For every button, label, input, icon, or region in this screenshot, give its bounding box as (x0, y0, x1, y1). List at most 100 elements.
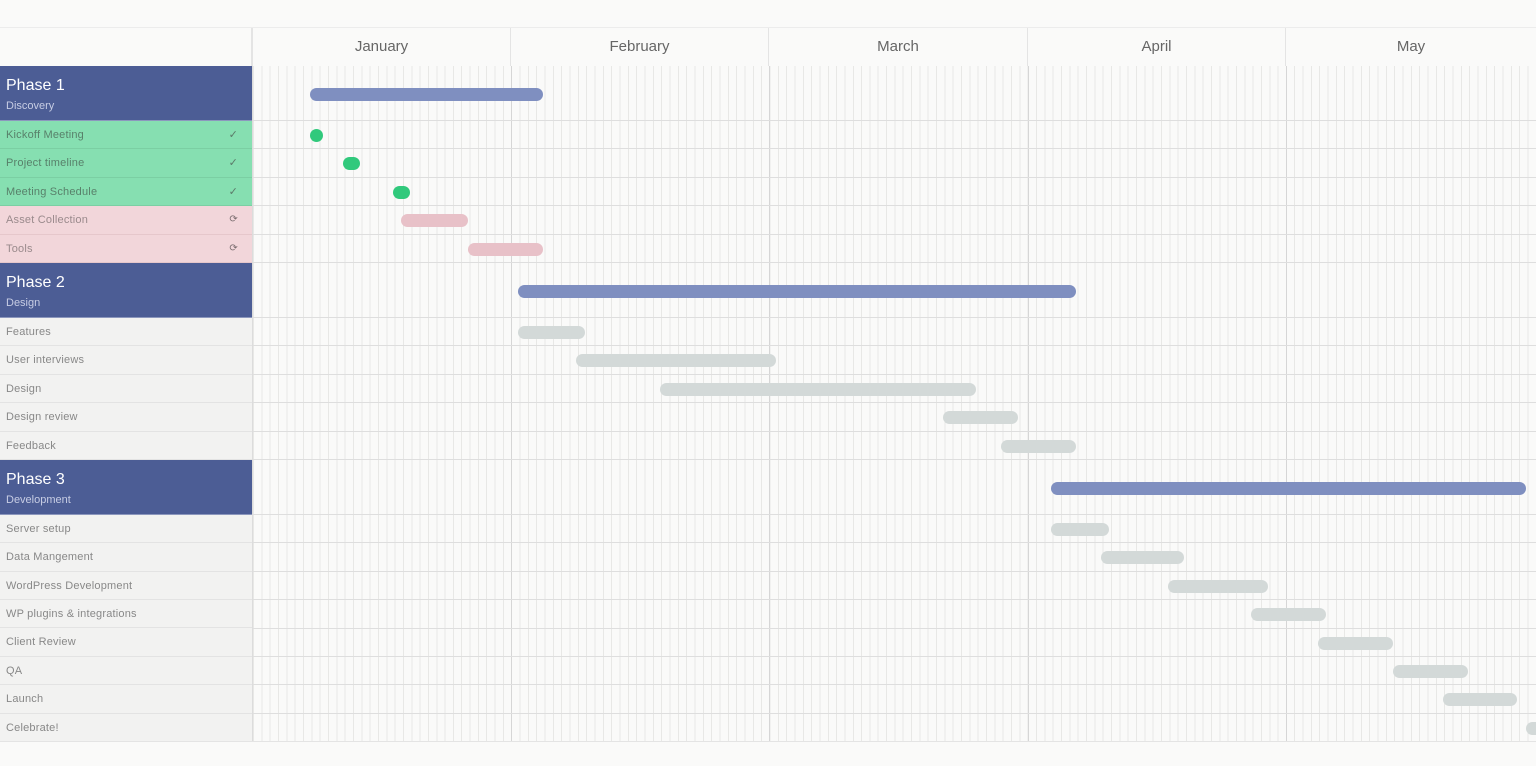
phase-title: Phase 2 (6, 273, 65, 291)
month-divider (1286, 66, 1287, 741)
task-row[interactable]: Asset Collection ⟳ (0, 206, 252, 235)
row-divider (253, 542, 1536, 544)
task-sidebar: Phase 1 Discovery Kickoff Meeting ✓ Proje… (0, 66, 252, 743)
task-label: Data Mangement (6, 551, 94, 564)
task-bar[interactable] (1317, 636, 1393, 650)
task-row[interactable]: User interviews (0, 346, 252, 375)
task-label: Asset Collection (6, 214, 89, 227)
task-row[interactable]: Server setup (0, 514, 252, 544)
task-bar[interactable] (576, 354, 777, 368)
month-may: May (1285, 28, 1536, 66)
row-divider (253, 345, 1536, 347)
task-row[interactable]: Features (0, 317, 252, 347)
row-divider (253, 684, 1536, 686)
task-bar[interactable] (1001, 439, 1076, 453)
phase-bar[interactable] (309, 88, 543, 101)
row-divider (253, 205, 1536, 207)
row-divider (253, 627, 1536, 629)
row-divider (253, 712, 1536, 714)
refresh-icon: ⟳ (229, 214, 238, 226)
refresh-icon: ⟳ (229, 242, 238, 254)
task-row[interactable]: WP plugins & integrations (0, 600, 252, 629)
month-february: February (510, 28, 768, 66)
task-label: Features (6, 325, 52, 338)
phase-row-1[interactable]: Phase 1 Discovery (0, 66, 252, 121)
month-divider (1028, 66, 1029, 741)
task-label: Celebrate! (6, 721, 59, 734)
month-divider (511, 66, 512, 741)
task-label: Server setup (6, 522, 71, 535)
task-bar[interactable] (942, 411, 1018, 425)
row-divider (253, 459, 1536, 460)
task-row[interactable]: Launch (0, 685, 252, 714)
check-icon: ✓ (228, 157, 238, 170)
task-bar[interactable] (1392, 665, 1468, 678)
task-bar[interactable] (1442, 693, 1518, 707)
month-divider (769, 66, 770, 741)
task-label: Design review (6, 411, 78, 424)
task-label: Kickoff Meeting (6, 129, 85, 141)
task-bar[interactable] (1167, 579, 1268, 593)
phase-row-3[interactable]: Phase 3 Development (0, 459, 252, 515)
phase-bar[interactable] (517, 285, 1076, 298)
row-divider (253, 402, 1536, 404)
phase-title: Phase 3 (6, 470, 65, 488)
row-divider (253, 656, 1536, 657)
task-bar[interactable] (1525, 721, 1536, 735)
task-bar[interactable] (1051, 523, 1110, 536)
month-april: April (1027, 28, 1285, 66)
task-label: Meeting Schedule (6, 185, 98, 198)
task-label: WordPress Development (6, 579, 133, 592)
task-label: Tools (6, 242, 33, 255)
phase-row-2[interactable]: Phase 2 Design (0, 262, 252, 318)
task-bar[interactable] (659, 382, 977, 396)
task-row[interactable]: Feedback (0, 431, 252, 460)
header-spacer (0, 28, 252, 66)
row-divider (253, 317, 1536, 318)
task-bar[interactable] (342, 157, 360, 171)
task-label: User interviews (6, 354, 85, 367)
phase-bar[interactable] (1051, 482, 1526, 495)
check-icon: ✓ (228, 129, 238, 141)
check-icon: ✓ (228, 185, 238, 198)
phase-subtitle: Discovery (6, 100, 55, 112)
task-row[interactable]: Tools ⟳ (0, 234, 252, 263)
task-row[interactable]: Design (0, 374, 252, 404)
task-bar[interactable] (401, 214, 468, 228)
task-bar[interactable] (517, 326, 585, 339)
row-divider (253, 373, 1536, 375)
task-bar[interactable] (1250, 608, 1326, 622)
task-row[interactable]: Project timeline ✓ (0, 149, 252, 178)
task-bar[interactable] (1100, 551, 1185, 565)
task-row[interactable]: Data Mangement (0, 543, 252, 572)
month-january: January (252, 28, 510, 66)
task-label: Feedback (6, 439, 56, 452)
row-divider (253, 148, 1536, 150)
phase-title: Phase 1 (6, 77, 65, 94)
task-label: Project timeline (6, 157, 85, 170)
task-row[interactable]: Kickoff Meeting ✓ (0, 121, 252, 150)
task-label: QA (6, 664, 23, 677)
row-divider (253, 570, 1536, 572)
timeline-grid (252, 66, 1536, 741)
row-divider (253, 599, 1536, 601)
month-march: March (768, 28, 1027, 66)
task-row[interactable]: Design review (0, 403, 252, 432)
task-row[interactable]: Client Review (0, 628, 252, 657)
phase-subtitle: Design (6, 296, 41, 309)
task-row[interactable]: QA (0, 656, 252, 686)
task-label: Design (6, 382, 42, 395)
footer-area (0, 741, 1536, 766)
task-bar[interactable] (467, 242, 543, 256)
row-divider (253, 233, 1536, 235)
task-row[interactable]: Celebrate! (0, 713, 252, 743)
row-divider (253, 514, 1536, 515)
task-row[interactable]: Meeting Schedule ✓ (0, 177, 252, 207)
task-row[interactable]: WordPress Development (0, 571, 252, 601)
task-bar[interactable] (309, 129, 323, 142)
phase-subtitle: Development (6, 493, 71, 506)
row-divider (253, 430, 1536, 432)
row-divider (253, 120, 1536, 121)
task-bar[interactable] (392, 185, 410, 199)
task-label: WP plugins & integrations (6, 608, 137, 621)
